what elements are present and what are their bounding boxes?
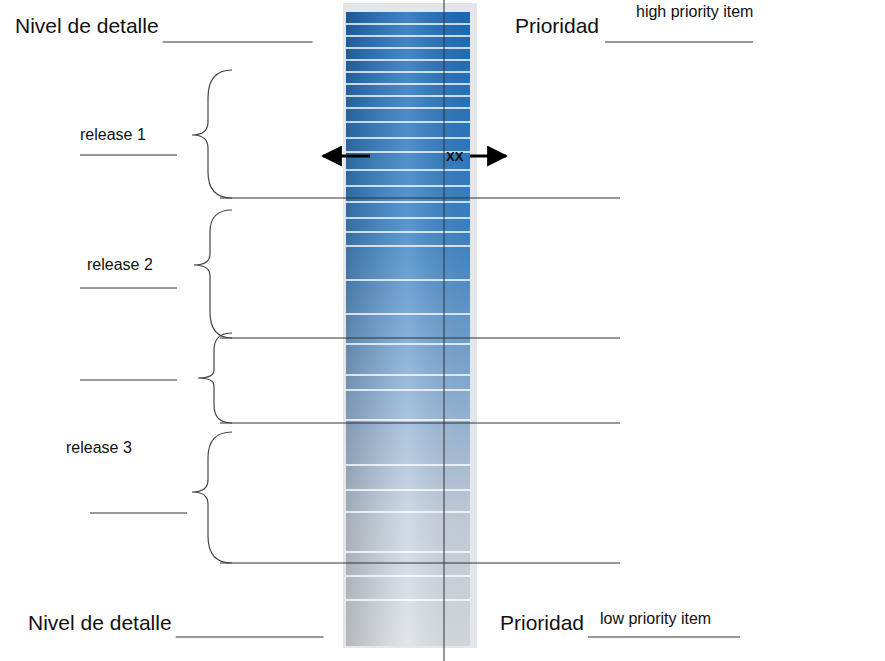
item-separators: [346, 24, 470, 600]
priority-value: low priority item: [600, 610, 711, 628]
arrow-right: [470, 155, 506, 158]
arrow-left: [323, 155, 370, 158]
backlog-column: [346, 12, 470, 646]
column-shade: [346, 12, 470, 646]
panel: [343, 3, 477, 648]
release-braces: [192, 70, 232, 563]
detail-level-heading: Nivel de detalle: [28, 611, 172, 635]
detail-level-heading: Nivel de detalle: [15, 14, 159, 38]
priority-heading: Prioridad: [515, 14, 599, 38]
release-label: release 3: [66, 439, 132, 457]
release-label: release 2: [87, 256, 153, 274]
priority-value: high priority item: [636, 3, 753, 21]
release-boundaries: [220, 198, 620, 563]
priority-heading: Prioridad: [500, 611, 584, 635]
blank-lines: [80, 42, 753, 637]
priority-axis: [444, 0, 445, 661]
release-label: release 1: [80, 126, 146, 144]
marker-text: XX: [446, 150, 463, 165]
